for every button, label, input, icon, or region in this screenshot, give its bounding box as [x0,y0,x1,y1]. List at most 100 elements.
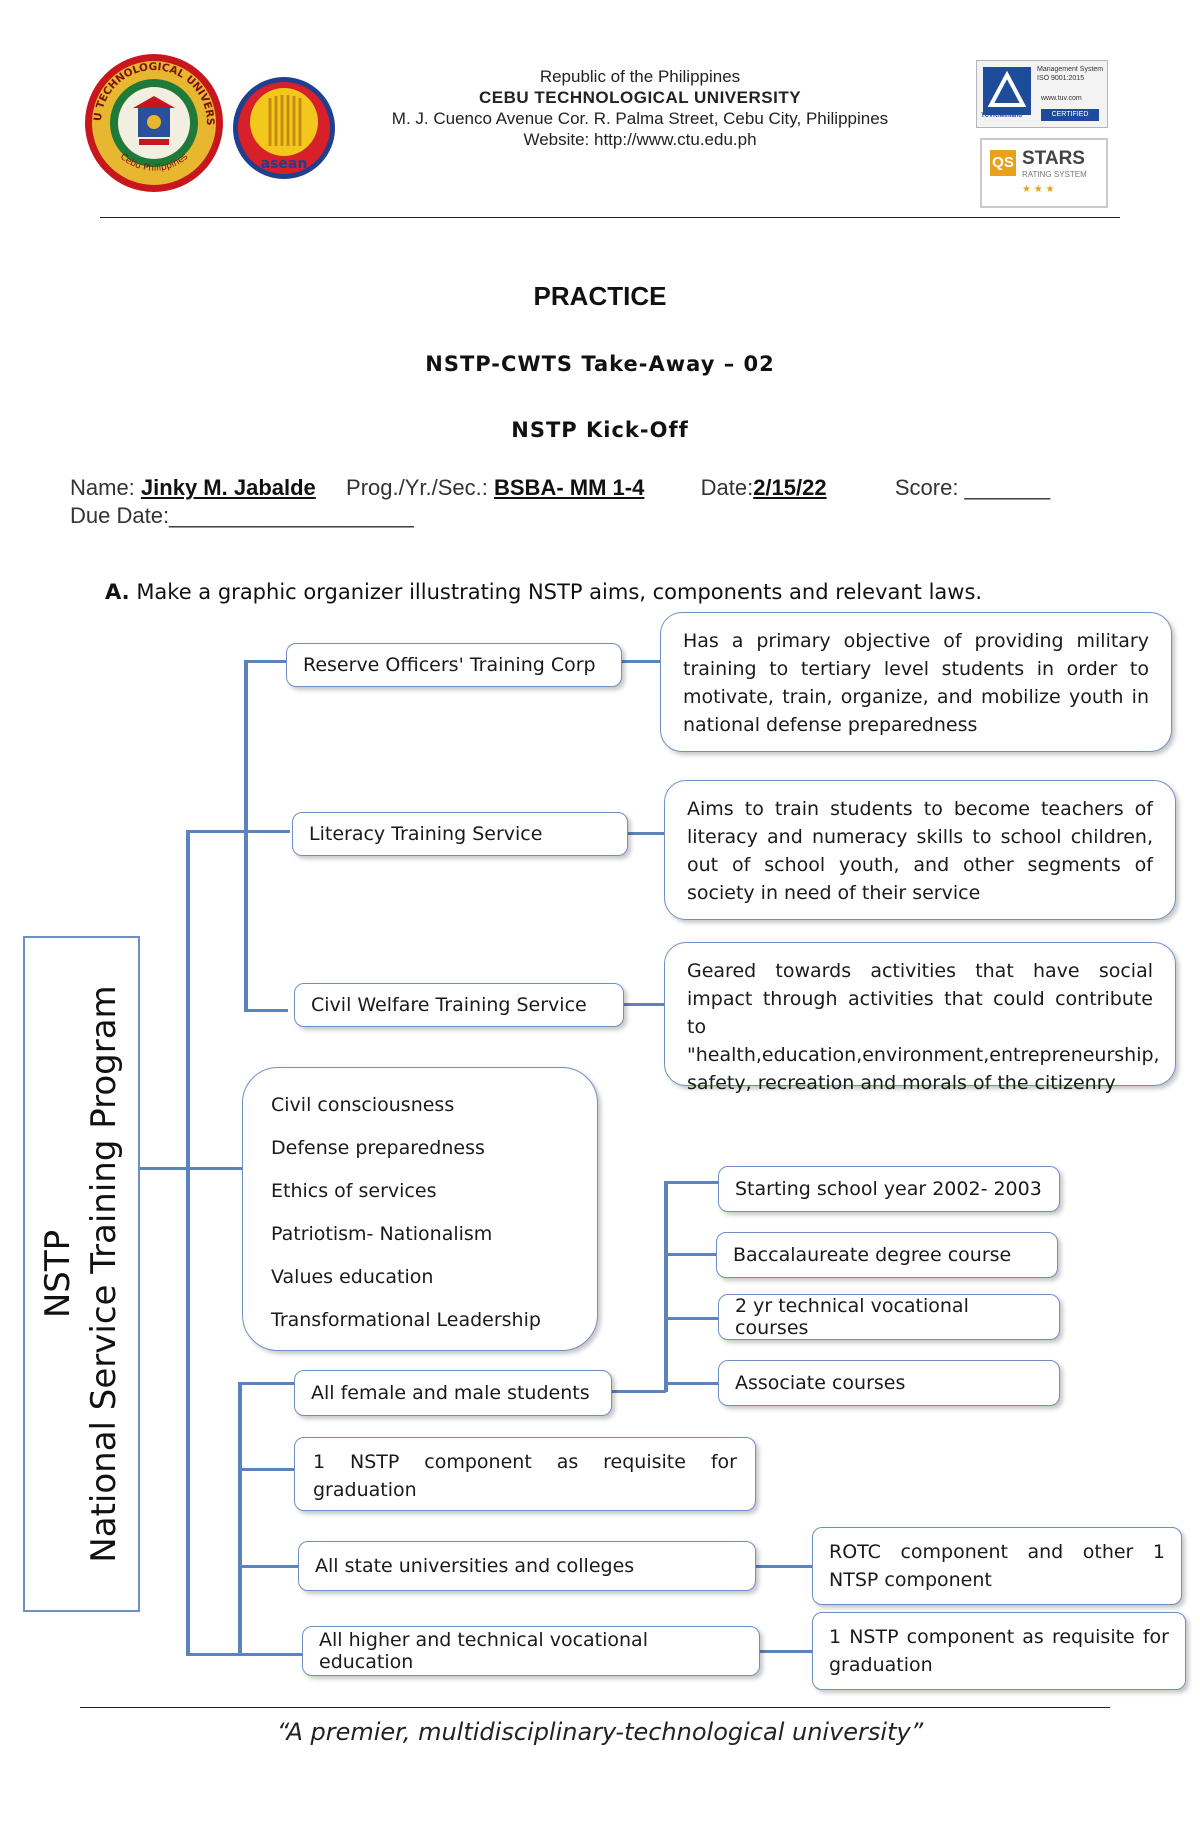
student-items-trunk [664,1181,668,1392]
nstp-root-box [23,936,140,1612]
lts-description-box: Aims to train students to become teacher… [664,780,1176,920]
higher-ed-detail-link [760,1650,812,1653]
student-item-label: Associate courses [735,1372,906,1394]
qs-brand-icon: QS [990,150,1016,176]
page-title: PRACTICE [533,281,667,311]
requisite-label: 1 NSTP component as requisite for gradua… [313,1451,737,1501]
sucs-detail-box: ROTC component and other 1 NTSP componen… [812,1527,1182,1605]
name-value: Jinky M. Jabalde [140,475,316,500]
lts-desc-link [628,832,670,835]
topic-title: NSTP Kick-Off [511,418,689,442]
asean-logo: asean [233,77,335,179]
item-assoc-branch [664,1382,720,1385]
aim-item: Patriotism- Nationalism [271,1223,493,1245]
rotc-description: Has a primary objective of providing mil… [683,630,1149,736]
student-item-label: Baccalaureate degree course [733,1244,1012,1266]
student-item-label: 2 yr technical vocational courses [735,1295,969,1339]
lts-label: Literacy Training Service [309,823,543,845]
nstp-root-label: NSTP National Service Training Program [35,985,127,1562]
cwts-component-box: Civil Welfare Training Service [294,983,624,1027]
tuv-brand-text: TÜVRheinland [981,113,1023,119]
aim-item: Transformational Leadership [271,1309,541,1331]
instruction: A. Make a graphic organizer illustrating… [105,580,982,604]
university-header: Republic of the Philippines CEBU TECHNOL… [330,66,950,150]
sucs-branch [238,1565,298,1568]
prog-value: BSBA- MM 1-4 [494,475,645,500]
student-item-label: Starting school year 2002- 2003 [735,1178,1042,1200]
due-date-label: Due Date:____________________ [70,503,414,528]
students-branch [238,1382,294,1385]
aim-item: Civil consciousness [271,1094,455,1116]
score-label: Score: _______ [894,475,1051,500]
qs-rating-text: RATING SYSTEM [1022,170,1087,179]
aim-item: Ethics of services [271,1180,437,1202]
higher-ed-box: All higher and technical vocational educ… [302,1626,760,1676]
takeaway-title: NSTP-CWTS Take-Away – 02 [425,352,775,376]
requisite-branch [238,1468,294,1471]
header-divider [100,217,1120,218]
rotc-label: Reserve Officers' Training Corp [303,654,596,676]
cwts-description: Geared towards activities that have soci… [687,960,1160,1094]
footer-divider [80,1707,1110,1708]
sucs-detail-link [752,1565,812,1568]
date-label: Date: [700,475,754,500]
footer-motto: “A premier, multidisciplinary-technologi… [276,1718,924,1746]
nstp-acronym: NSTP [38,1229,78,1319]
university-name: CEBU TECHNOLOGICAL UNIVERSITY [478,88,802,107]
student-info-row: Name: Jinky M. Jabalde Prog./Yr./Sec.: B… [70,474,1050,502]
tuv-system-text: Management System ISO 9001:2015 [1037,66,1104,82]
sucs-detail-label: ROTC component and other 1 NTSP componen… [829,1541,1165,1591]
ctu-seal-logo: CEBU TECHNOLOGICAL UNIVERSITY Cebu Phili… [83,52,223,192]
requisite-box: 1 NSTP component as requisite for gradua… [294,1437,756,1511]
student-item-box: Baccalaureate degree course [716,1232,1058,1278]
asean-logo-text: asean [261,156,308,172]
aim-item: Defense preparedness [271,1137,485,1159]
student-item-box: Starting school year 2002- 2003 [718,1166,1060,1212]
rotc-branch [244,660,286,663]
rotc-component-box: Reserve Officers' Training Corp [286,643,622,687]
coverage-trunk [238,1382,242,1655]
students-box: All female and male students [294,1370,612,1416]
student-info: Name: Jinky M. Jabalde Prog./Yr./Sec.: B… [70,474,1050,530]
prog-label: Prog./Yr./Sec.: [346,475,488,500]
student-item-box: Associate courses [718,1360,1060,1406]
aims-box: Civil consciousness Defense preparedness… [242,1067,598,1351]
tuv-triangle-icon [983,67,1031,115]
higher-ed-label: All higher and technical vocational educ… [319,1629,648,1673]
date-value: 2/15/22 [753,475,827,500]
rotc-description-box: Has a primary objective of providing mil… [660,612,1172,752]
qs-stars-text: STARS [1022,148,1085,169]
aim-item: Values education [271,1266,434,1288]
qs-stars-badge: QS STARS RATING SYSTEM ★ ★ ★ [980,138,1108,208]
tuv-certification-badge: Management System ISO 9001:2015 TÜVRhein… [976,60,1108,128]
lts-description: Aims to train students to become teacher… [687,798,1153,904]
aims-branch [186,1167,244,1170]
lts-component-box: Literacy Training Service [292,812,628,856]
root-connector [140,1167,188,1170]
sucs-label: All state universities and colleges [315,1555,635,1577]
main-trunk-line [186,830,190,1656]
cwts-desc-link [624,1003,670,1006]
instruction-letter: A. [105,580,130,604]
higher-ed-detail-label: 1 NSTP component as requisite for gradua… [829,1626,1169,1676]
tuv-url-text: www.tuv.com [1041,95,1082,102]
student-item-box: 2 yr technical vocational courses [718,1294,1060,1340]
higher-ed-branch [186,1653,302,1656]
item-bacc-branch [664,1253,718,1256]
lts-branch [186,830,290,833]
republic-line: Republic of the Philippines [539,67,741,86]
students-label: All female and male students [311,1382,590,1404]
rotc-desc-link [622,660,668,663]
components-trunk [244,660,248,1012]
university-address: M. J. Cuenco Avenue Cor. R. Palma Street… [391,109,889,128]
higher-ed-detail-box: 1 NSTP component as requisite for gradua… [812,1612,1186,1690]
cwts-branch [244,1009,288,1012]
name-label: Name: [70,475,135,500]
cwts-label: Civil Welfare Training Service [311,994,587,1016]
university-website: Website: http://www.ctu.edu.ph [523,130,757,149]
item-voc-branch [664,1317,720,1320]
qs-star-icons: ★ ★ ★ [1022,184,1055,195]
instruction-text: Make a graphic organizer illustrating NS… [136,580,983,604]
sucs-box: All state universities and colleges [298,1541,756,1591]
students-items-link [610,1390,666,1393]
